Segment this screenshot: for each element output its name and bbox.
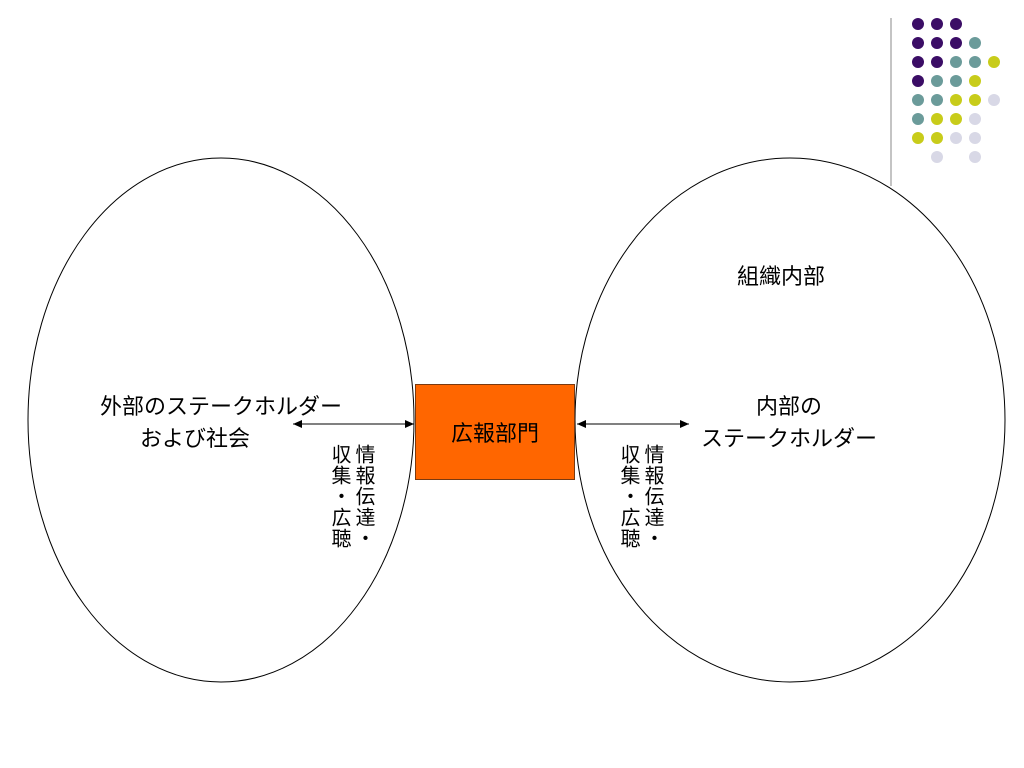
public-relations-department-box: 広報部門 bbox=[415, 384, 575, 480]
decorative-dot bbox=[912, 18, 924, 30]
decorative-dot bbox=[969, 37, 981, 49]
external-stakeholders-label: 外部のステークホルダー および社会 bbox=[86, 392, 356, 456]
decorative-dot bbox=[912, 75, 924, 87]
left-arrow-caption-line1: 情報伝達・ bbox=[352, 444, 376, 549]
decorative-dot bbox=[950, 113, 962, 125]
left-arrow-caption: 情報伝達・ 収集・広聴 bbox=[328, 444, 376, 549]
decorative-dot bbox=[950, 18, 962, 30]
decorative-dot bbox=[931, 94, 943, 106]
decorative-dot bbox=[912, 94, 924, 106]
decorative-dot bbox=[931, 18, 943, 30]
decorative-dot bbox=[950, 132, 962, 144]
right-arrow-caption: 情報伝達・ 収集・広聴 bbox=[617, 444, 665, 549]
decorative-dot bbox=[950, 37, 962, 49]
decorative-dot bbox=[912, 113, 924, 125]
decorative-dot bbox=[988, 56, 1000, 68]
decorative-dot bbox=[988, 94, 1000, 106]
decorative-dot bbox=[969, 75, 981, 87]
external-stakeholders-line2: および社会 bbox=[139, 427, 250, 452]
decorative-dot bbox=[912, 56, 924, 68]
decorative-dot bbox=[969, 94, 981, 106]
decorative-dot bbox=[931, 56, 943, 68]
decorative-dot bbox=[969, 113, 981, 125]
decorative-dot bbox=[931, 37, 943, 49]
internal-organization-ellipse bbox=[574, 157, 1006, 683]
decorative-dot bbox=[931, 75, 943, 87]
decorative-dot bbox=[950, 75, 962, 87]
internal-organization-title: 組織内部 bbox=[736, 265, 825, 290]
public-relations-department-label: 広報部門 bbox=[450, 422, 539, 447]
decorative-dot bbox=[969, 56, 981, 68]
decorative-dot bbox=[912, 132, 924, 144]
decorative-dot bbox=[912, 37, 924, 49]
decorative-dot bbox=[969, 151, 981, 163]
external-stakeholders-line1: 外部のステークホルダー bbox=[99, 395, 342, 420]
decorative-dot bbox=[931, 132, 943, 144]
decorative-dot bbox=[950, 56, 962, 68]
internal-stakeholders-line2: ステークホルダー bbox=[700, 427, 877, 452]
decorative-dot-pattern bbox=[912, 18, 1000, 163]
decorative-dot bbox=[931, 113, 943, 125]
decorative-dot bbox=[950, 94, 962, 106]
right-arrow-caption-line2: 収集・広聴 bbox=[617, 444, 641, 549]
decorative-dot bbox=[969, 132, 981, 144]
right-arrow-caption-line1: 情報伝達・ bbox=[641, 444, 665, 549]
left-arrow-caption-line2: 収集・広聴 bbox=[328, 444, 352, 549]
internal-stakeholders-line1: 内部の bbox=[755, 395, 822, 420]
internal-stakeholders-label: 内部の ステークホルダー bbox=[684, 392, 894, 456]
external-stakeholders-ellipse bbox=[27, 157, 415, 683]
decorative-dot bbox=[931, 151, 943, 163]
